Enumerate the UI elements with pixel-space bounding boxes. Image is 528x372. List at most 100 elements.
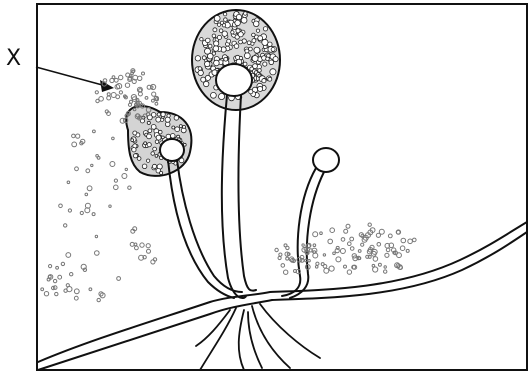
spore (95, 251, 100, 256)
spore (270, 69, 276, 75)
spore (122, 174, 127, 179)
spore (214, 41, 219, 46)
spore (160, 171, 163, 174)
spore (146, 159, 149, 162)
spore (286, 257, 289, 260)
spore (66, 284, 69, 287)
spore (147, 134, 152, 139)
spore (125, 168, 127, 170)
spore (373, 267, 378, 272)
spore (341, 238, 345, 242)
spore (253, 21, 259, 27)
spore (378, 263, 381, 266)
spore (308, 260, 310, 262)
spore (61, 262, 64, 265)
spore (147, 249, 151, 253)
spore (386, 248, 390, 252)
spore (68, 209, 71, 212)
spore (200, 38, 203, 41)
spore (373, 257, 378, 262)
spore (119, 91, 122, 94)
spore (132, 70, 135, 73)
spore (74, 296, 78, 300)
figure-border (37, 4, 527, 370)
spore (284, 270, 288, 274)
spore (309, 249, 312, 252)
large-sporangium (192, 10, 280, 110)
spore (44, 292, 48, 296)
spore (320, 232, 323, 235)
spore (256, 29, 259, 32)
spore (76, 134, 80, 138)
spore (145, 97, 148, 100)
spore (120, 118, 125, 123)
spore (114, 185, 119, 190)
spore (93, 130, 96, 133)
spore (330, 228, 335, 233)
spore (324, 268, 329, 273)
spore (119, 75, 123, 79)
spore (112, 137, 115, 140)
spore (139, 89, 142, 92)
spore (198, 67, 202, 71)
spore (222, 24, 225, 27)
spore (72, 142, 77, 147)
spore (140, 243, 144, 247)
spore (148, 129, 152, 133)
spore (278, 256, 281, 259)
spore (241, 17, 247, 23)
spore (208, 44, 212, 48)
spore (132, 148, 136, 152)
spore (165, 117, 170, 122)
spore (384, 270, 387, 273)
spore (97, 157, 100, 160)
large-columella (216, 64, 252, 96)
spore (134, 243, 137, 246)
spore (53, 279, 56, 282)
spore (217, 35, 221, 39)
spore (249, 90, 253, 94)
spore (262, 39, 268, 45)
sporangiophores (168, 95, 324, 298)
spore (336, 257, 341, 262)
spore (254, 47, 260, 53)
spore (217, 23, 220, 26)
spore (244, 12, 248, 16)
spore (346, 224, 350, 228)
spore (211, 92, 217, 98)
spore (95, 235, 97, 237)
spore (116, 95, 120, 99)
spore (155, 102, 158, 105)
spore (130, 100, 133, 103)
spore (275, 248, 278, 251)
spore (152, 164, 156, 168)
spore (146, 244, 150, 248)
spore (114, 78, 118, 82)
spore (279, 253, 282, 256)
pointer-arrow (36, 67, 114, 92)
small-columella (160, 139, 184, 161)
spore (153, 147, 157, 151)
spore (234, 44, 239, 49)
spore (66, 253, 71, 258)
spore (231, 31, 234, 34)
spore (151, 260, 155, 264)
spore (142, 72, 145, 75)
spore (263, 62, 267, 66)
spore (323, 254, 325, 256)
spore (133, 154, 137, 158)
spore (87, 186, 92, 191)
spore (91, 164, 93, 166)
spore (368, 223, 371, 226)
spore (258, 86, 263, 91)
spore (97, 298, 100, 301)
spore (413, 238, 417, 242)
spore (151, 125, 156, 130)
spore (156, 117, 161, 122)
spore (41, 288, 44, 291)
spore (224, 57, 228, 61)
spore (74, 289, 79, 294)
spore (361, 243, 364, 246)
